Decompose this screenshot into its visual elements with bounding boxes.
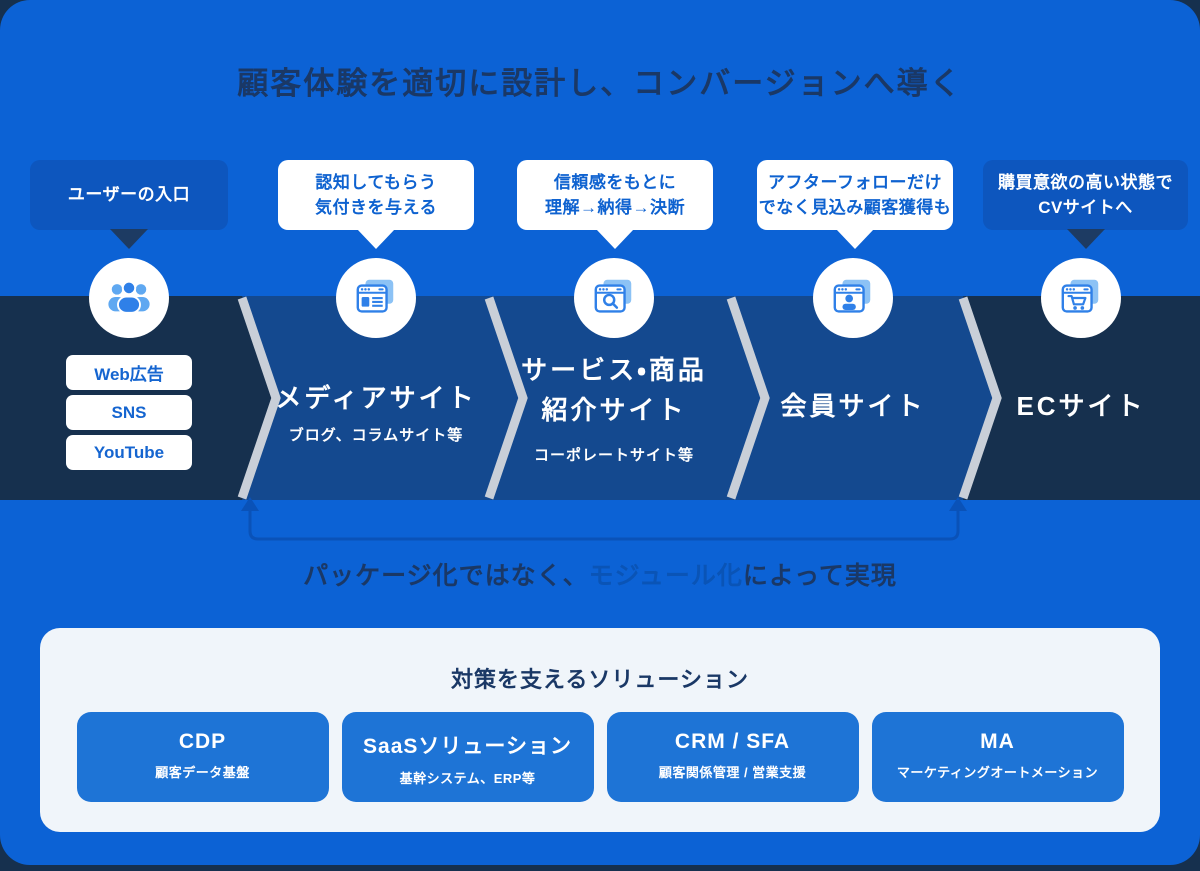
solution-saas: SaaSソリューション 基幹システム、ERP等 [341, 712, 594, 802]
entry-channel-web-ads: Web広告 [66, 355, 192, 390]
media-site-icon [336, 258, 416, 338]
callout-tail [357, 229, 395, 249]
solutions-panel: 対策を支えるソリューション CDP 顧客データ基盤 SaaSソリューション 基幹… [40, 628, 1160, 832]
stage-media-site-title: メディアサイト [275, 383, 477, 413]
search-site-icon [574, 258, 654, 338]
ec-cart-icon [1041, 258, 1121, 338]
statement-part1: パッケージ化ではなく、 [303, 562, 589, 590]
callout-tail [836, 229, 874, 249]
stage-media-site-subtitle: ブログ、コラムサイト等 [288, 427, 464, 444]
member-site-icon [813, 258, 893, 338]
callout-text: ユーザーの入口 [67, 185, 191, 205]
solution-ma: MA マーケティングオートメーション [871, 712, 1124, 802]
entry-channel-youtube: YouTube [66, 435, 192, 470]
solution-cdp: CDP 顧客データ基盤 [76, 712, 329, 802]
stage-ec-site-title: ECサイト [1016, 391, 1146, 421]
journey-band: Web広告 SNS YouTube メディアサイト [0, 258, 1200, 500]
users-icon [89, 258, 169, 338]
chevron-dividers [237, 296, 1002, 500]
callout-trust: 信頼感をもとに理解→納得→決断 [517, 160, 713, 249]
callout-text: 信頼感をもとに理解→納得→決断 [545, 172, 685, 218]
entry-channel-sns: SNS [66, 395, 192, 430]
solutions-row: CDP 顧客データ基盤 SaaSソリューション 基幹システム、ERP等 CRM … [40, 712, 1160, 802]
statement-part2: によって実現 [742, 562, 897, 590]
callout-tail [596, 229, 634, 249]
callout-text: アフターフォローだけでなく見込み顧客獲得も [758, 172, 952, 218]
stage-service-site-subtitle: コーポレートサイト等 [533, 447, 694, 464]
page-title: 顧客体験を適切に設計し、コンバージョンへ導く [237, 66, 963, 101]
callout-tail [1066, 229, 1105, 249]
statement-text: パッケージ化ではなく、モジュール化によって実現 [0, 556, 1200, 592]
solutions-bracket [241, 497, 967, 541]
callout-after-follow: アフターフォローだけでなく見込み顧客獲得も [757, 160, 953, 249]
callout-user-entry: ユーザーの入口 [30, 160, 228, 249]
solution-crm-sfa: CRM / SFA 顧客関係管理 / 営業支援 [606, 712, 859, 802]
callout-text: 認知してもらう気付きを与える [315, 172, 437, 218]
callout-tail [110, 229, 148, 249]
statement-highlight: モジュール化 [588, 562, 743, 590]
stage-service-site-title: サービス・商品紹介サイト [521, 355, 707, 426]
stage-member-site-title: 会員サイト [780, 391, 926, 421]
callout-awareness: 認知してもらう気付きを与える [278, 160, 474, 249]
entry-channel-list: Web広告 SNS YouTube [66, 355, 192, 470]
solutions-heading: 対策を支えるソリューション [451, 667, 749, 692]
